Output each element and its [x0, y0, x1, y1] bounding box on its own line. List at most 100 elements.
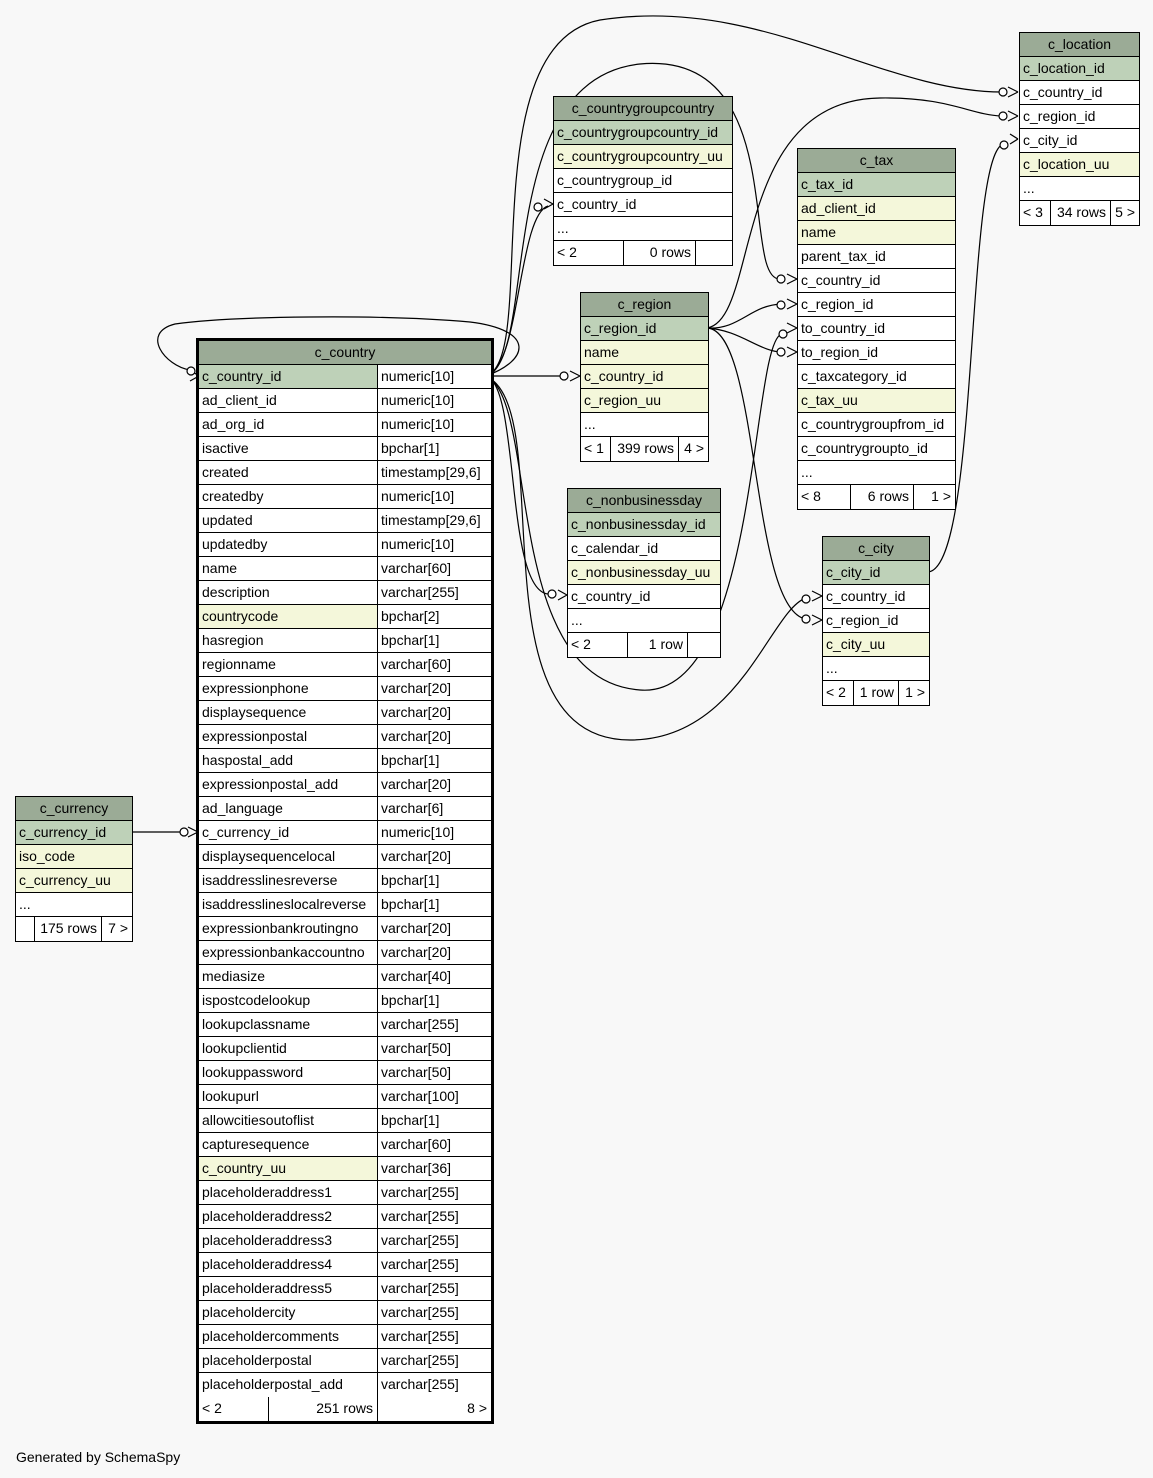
table-c_currency[interactable]: c_currency c_currency_id iso_code c_curr… — [15, 796, 133, 942]
table-title[interactable]: c_countrygroupcountry — [571, 100, 715, 116]
parents-count[interactable] — [16, 917, 34, 941]
column-row[interactable]: c_city_id — [1020, 129, 1139, 153]
column-row[interactable]: c_countrygroupto_id — [798, 437, 955, 461]
column-row[interactable]: c_city_id — [823, 561, 929, 585]
table-c_nonbusinessday[interactable]: c_nonbusinessday c_nonbusinessday_id c_c… — [567, 488, 721, 658]
column-row[interactable]: c_nonbusinessday_id — [568, 513, 720, 537]
parents-count[interactable]: < 8 — [801, 488, 821, 504]
column-row[interactable]: c_location_id — [1020, 57, 1139, 81]
column-row[interactable]: name — [581, 341, 708, 365]
table-c_location[interactable]: c_location c_location_id c_country_id c_… — [1019, 32, 1140, 226]
column-row[interactable]: c_countrygroupcountry_id — [554, 121, 732, 145]
column-row[interactable]: name — [798, 221, 955, 245]
table-title[interactable]: c_nonbusinessday — [586, 492, 702, 508]
parents-count[interactable]: < 2 — [557, 244, 577, 260]
column-row[interactable]: c_region_id — [823, 609, 929, 633]
column-row[interactable]: c_country_id — [581, 365, 708, 389]
parents-count[interactable]: < 1 — [584, 440, 604, 456]
table-title[interactable]: c_currency — [39, 800, 109, 816]
children-count[interactable] — [687, 633, 720, 657]
column-row[interactable]: c_taxcategory_id — [798, 365, 955, 389]
column-row[interactable]: ... — [581, 413, 708, 437]
column-row[interactable]: c_tax_uu — [798, 389, 955, 413]
column-row[interactable]: ... — [568, 609, 720, 633]
column-row[interactable]: ad_client_id — [798, 197, 955, 221]
children-count[interactable] — [695, 241, 732, 265]
column-row[interactable]: c_region_uu — [581, 389, 708, 413]
column-row[interactable]: c_region_id — [1020, 105, 1139, 129]
column-row[interactable]: c_calendar_id — [568, 537, 720, 561]
column-row[interactable]: ... — [1020, 177, 1139, 201]
column-row[interactable]: c_country_id — [823, 585, 929, 609]
parents-count[interactable]: < 3 — [1023, 204, 1043, 220]
table-title[interactable]: c_tax — [859, 152, 894, 168]
column-row[interactable]: to_country_id — [798, 317, 955, 341]
column-row[interactable]: c_countrygroupfrom_id — [798, 413, 955, 437]
table-c_region[interactable]: c_region c_region_id name c_country_id c… — [580, 292, 709, 462]
table-c_city[interactable]: c_city c_city_id c_country_id c_region_i… — [822, 536, 930, 706]
children-count[interactable]: 8 > — [377, 1397, 491, 1421]
column-row[interactable]: ... — [798, 461, 955, 485]
table-c_tax[interactable]: c_tax c_tax_id ad_client_id name parent_… — [797, 148, 956, 510]
parents-count[interactable]: < 2 — [571, 636, 591, 652]
column-row[interactable]: to_region_id — [798, 341, 955, 365]
column-row[interactable]: ... — [554, 217, 732, 241]
column-row[interactable]: c_region_id — [798, 293, 955, 317]
column-row[interactable]: c_country_id — [798, 269, 955, 293]
column-row[interactable]: iso_code — [16, 845, 132, 869]
column-row[interactable]: c_countrygroupcountry_uu — [554, 145, 732, 169]
column-row[interactable]: c_tax_id — [798, 173, 955, 197]
table-title[interactable]: c_country — [314, 344, 376, 360]
table-title[interactable]: c_location — [1047, 36, 1112, 52]
column-row[interactable]: parent_tax_id — [798, 245, 955, 269]
table-title[interactable]: c_region — [617, 296, 672, 312]
parents-count[interactable]: < 2 — [202, 1400, 222, 1416]
parents-count[interactable]: < 2 — [826, 684, 846, 700]
column-row[interactable]: c_nonbusinessday_uu — [568, 561, 720, 585]
children-count[interactable]: 1 > — [898, 681, 929, 705]
column-row[interactable]: ... — [16, 893, 132, 917]
column-row[interactable]: ... — [823, 657, 929, 681]
